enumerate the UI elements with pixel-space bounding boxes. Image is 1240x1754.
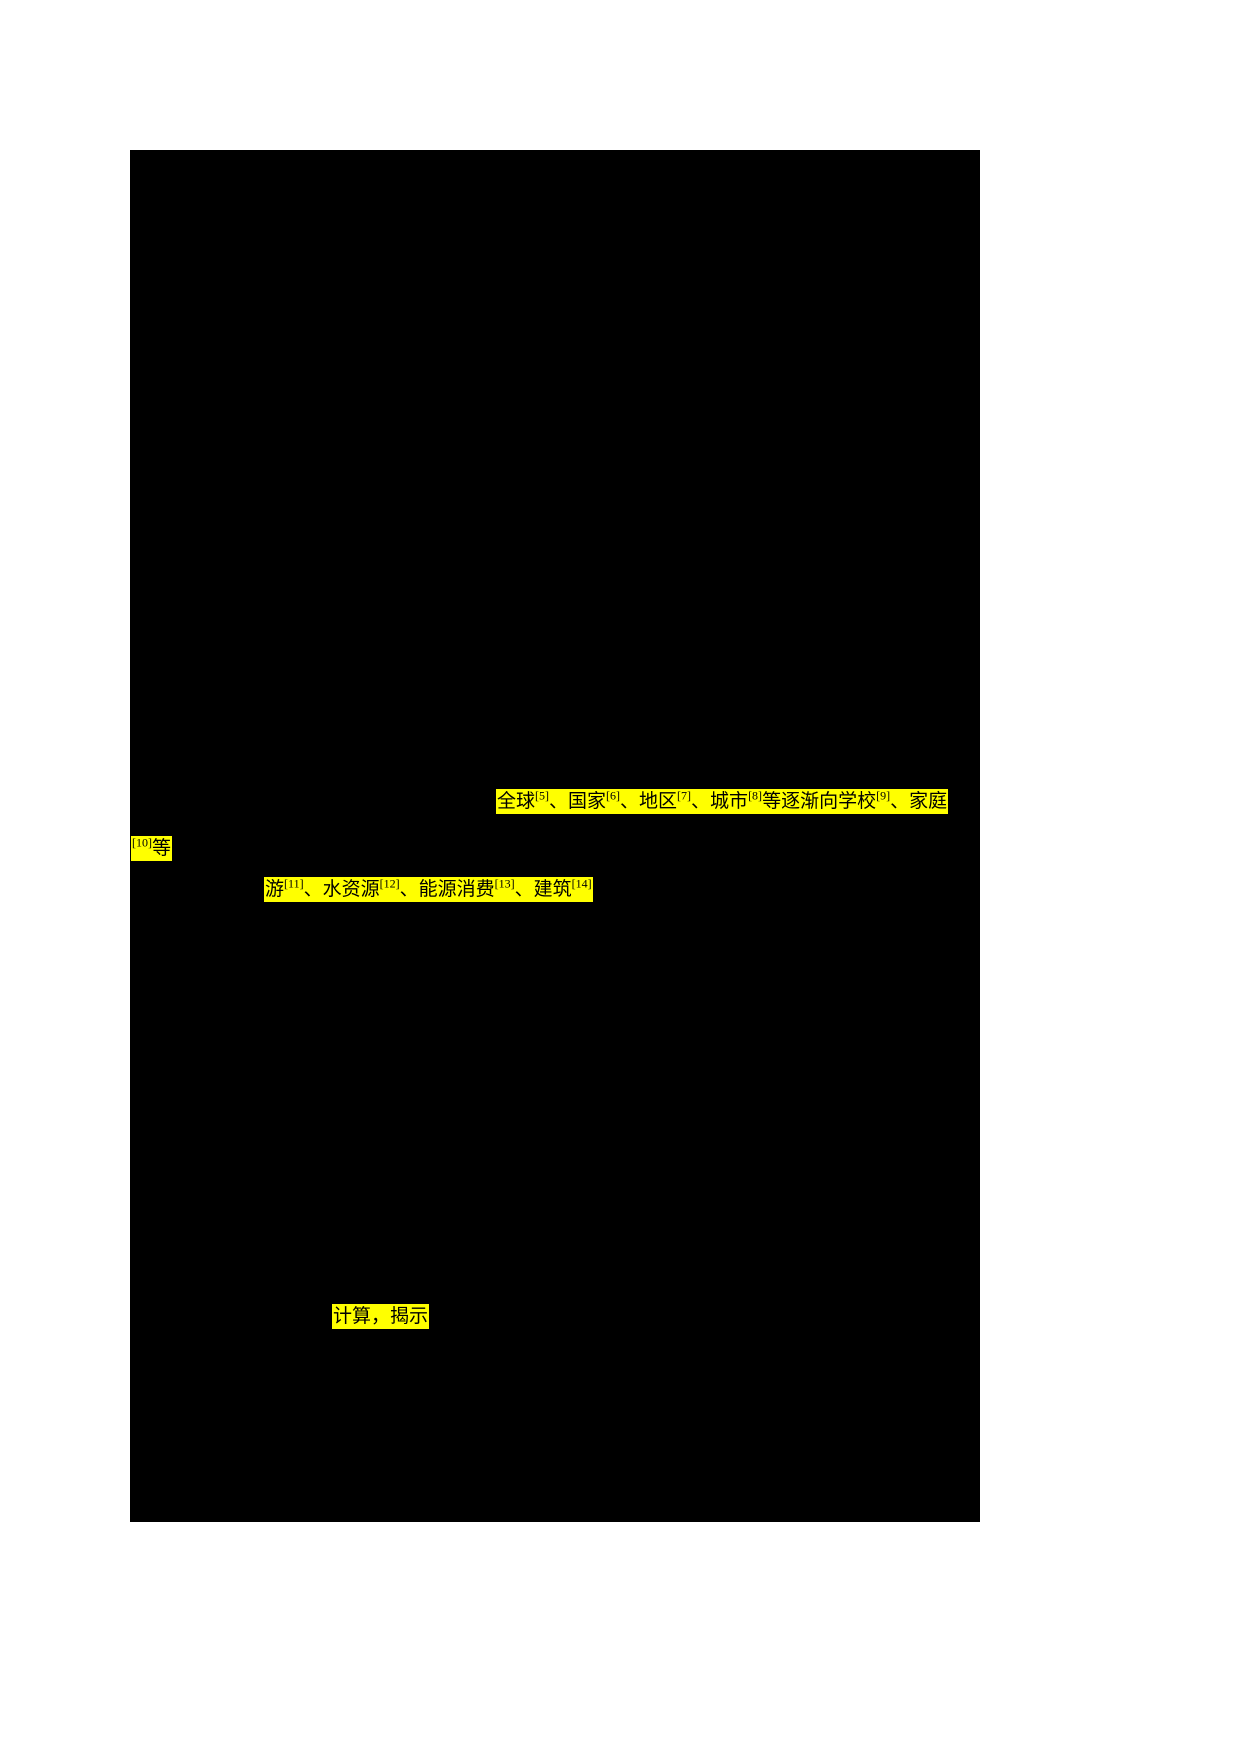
citation-superscript: [6] — [606, 788, 621, 803]
highlight-text-segment: 全球 — [497, 791, 536, 812]
highlight-line-2: [10]等 — [131, 835, 173, 861]
highlight-text-segment: 、水资源 — [303, 879, 380, 900]
highlight-line-3: 游[11]、水资源[12]、能源消费[13]、建筑[14] — [264, 877, 593, 902]
citation-superscript: [12] — [379, 876, 400, 891]
citation-superscript: [13] — [494, 876, 515, 891]
highlight-text-segment: 计算，揭示 — [333, 1306, 429, 1327]
highlight-text-segment: 等逐渐向学校 — [762, 791, 877, 812]
highlight-text-segment: 、城市 — [691, 791, 749, 812]
highlight-text-segment: 、地区 — [620, 791, 678, 812]
citation-superscript: [9] — [876, 788, 891, 803]
highlight-text-segment: 、家庭 — [890, 791, 948, 812]
citation-superscript: [8] — [748, 788, 763, 803]
highlight-text-segment: 、建筑 — [514, 879, 572, 900]
highlight-text-segment: 、国家 — [549, 791, 607, 812]
citation-superscript: [11] — [284, 876, 304, 891]
highlight-text-segment: 、能源消费 — [399, 879, 495, 900]
redacted-content-block: 全球[5]、国家[6]、地区[7]、城市[8]等逐渐向学校[9]、家庭 [10]… — [130, 150, 980, 1522]
highlight-line-1: 全球[5]、国家[6]、地区[7]、城市[8]等逐渐向学校[9]、家庭 — [496, 788, 949, 814]
citation-superscript: [5] — [535, 788, 550, 803]
citation-superscript: [10] — [132, 835, 152, 850]
citation-superscript: [7] — [677, 788, 692, 803]
highlight-text-segment: 等 — [152, 838, 172, 859]
highlight-line-4: 计算，揭示 — [332, 1304, 430, 1329]
highlight-text-segment: 游 — [265, 879, 285, 900]
citation-superscript: [14] — [571, 876, 592, 891]
